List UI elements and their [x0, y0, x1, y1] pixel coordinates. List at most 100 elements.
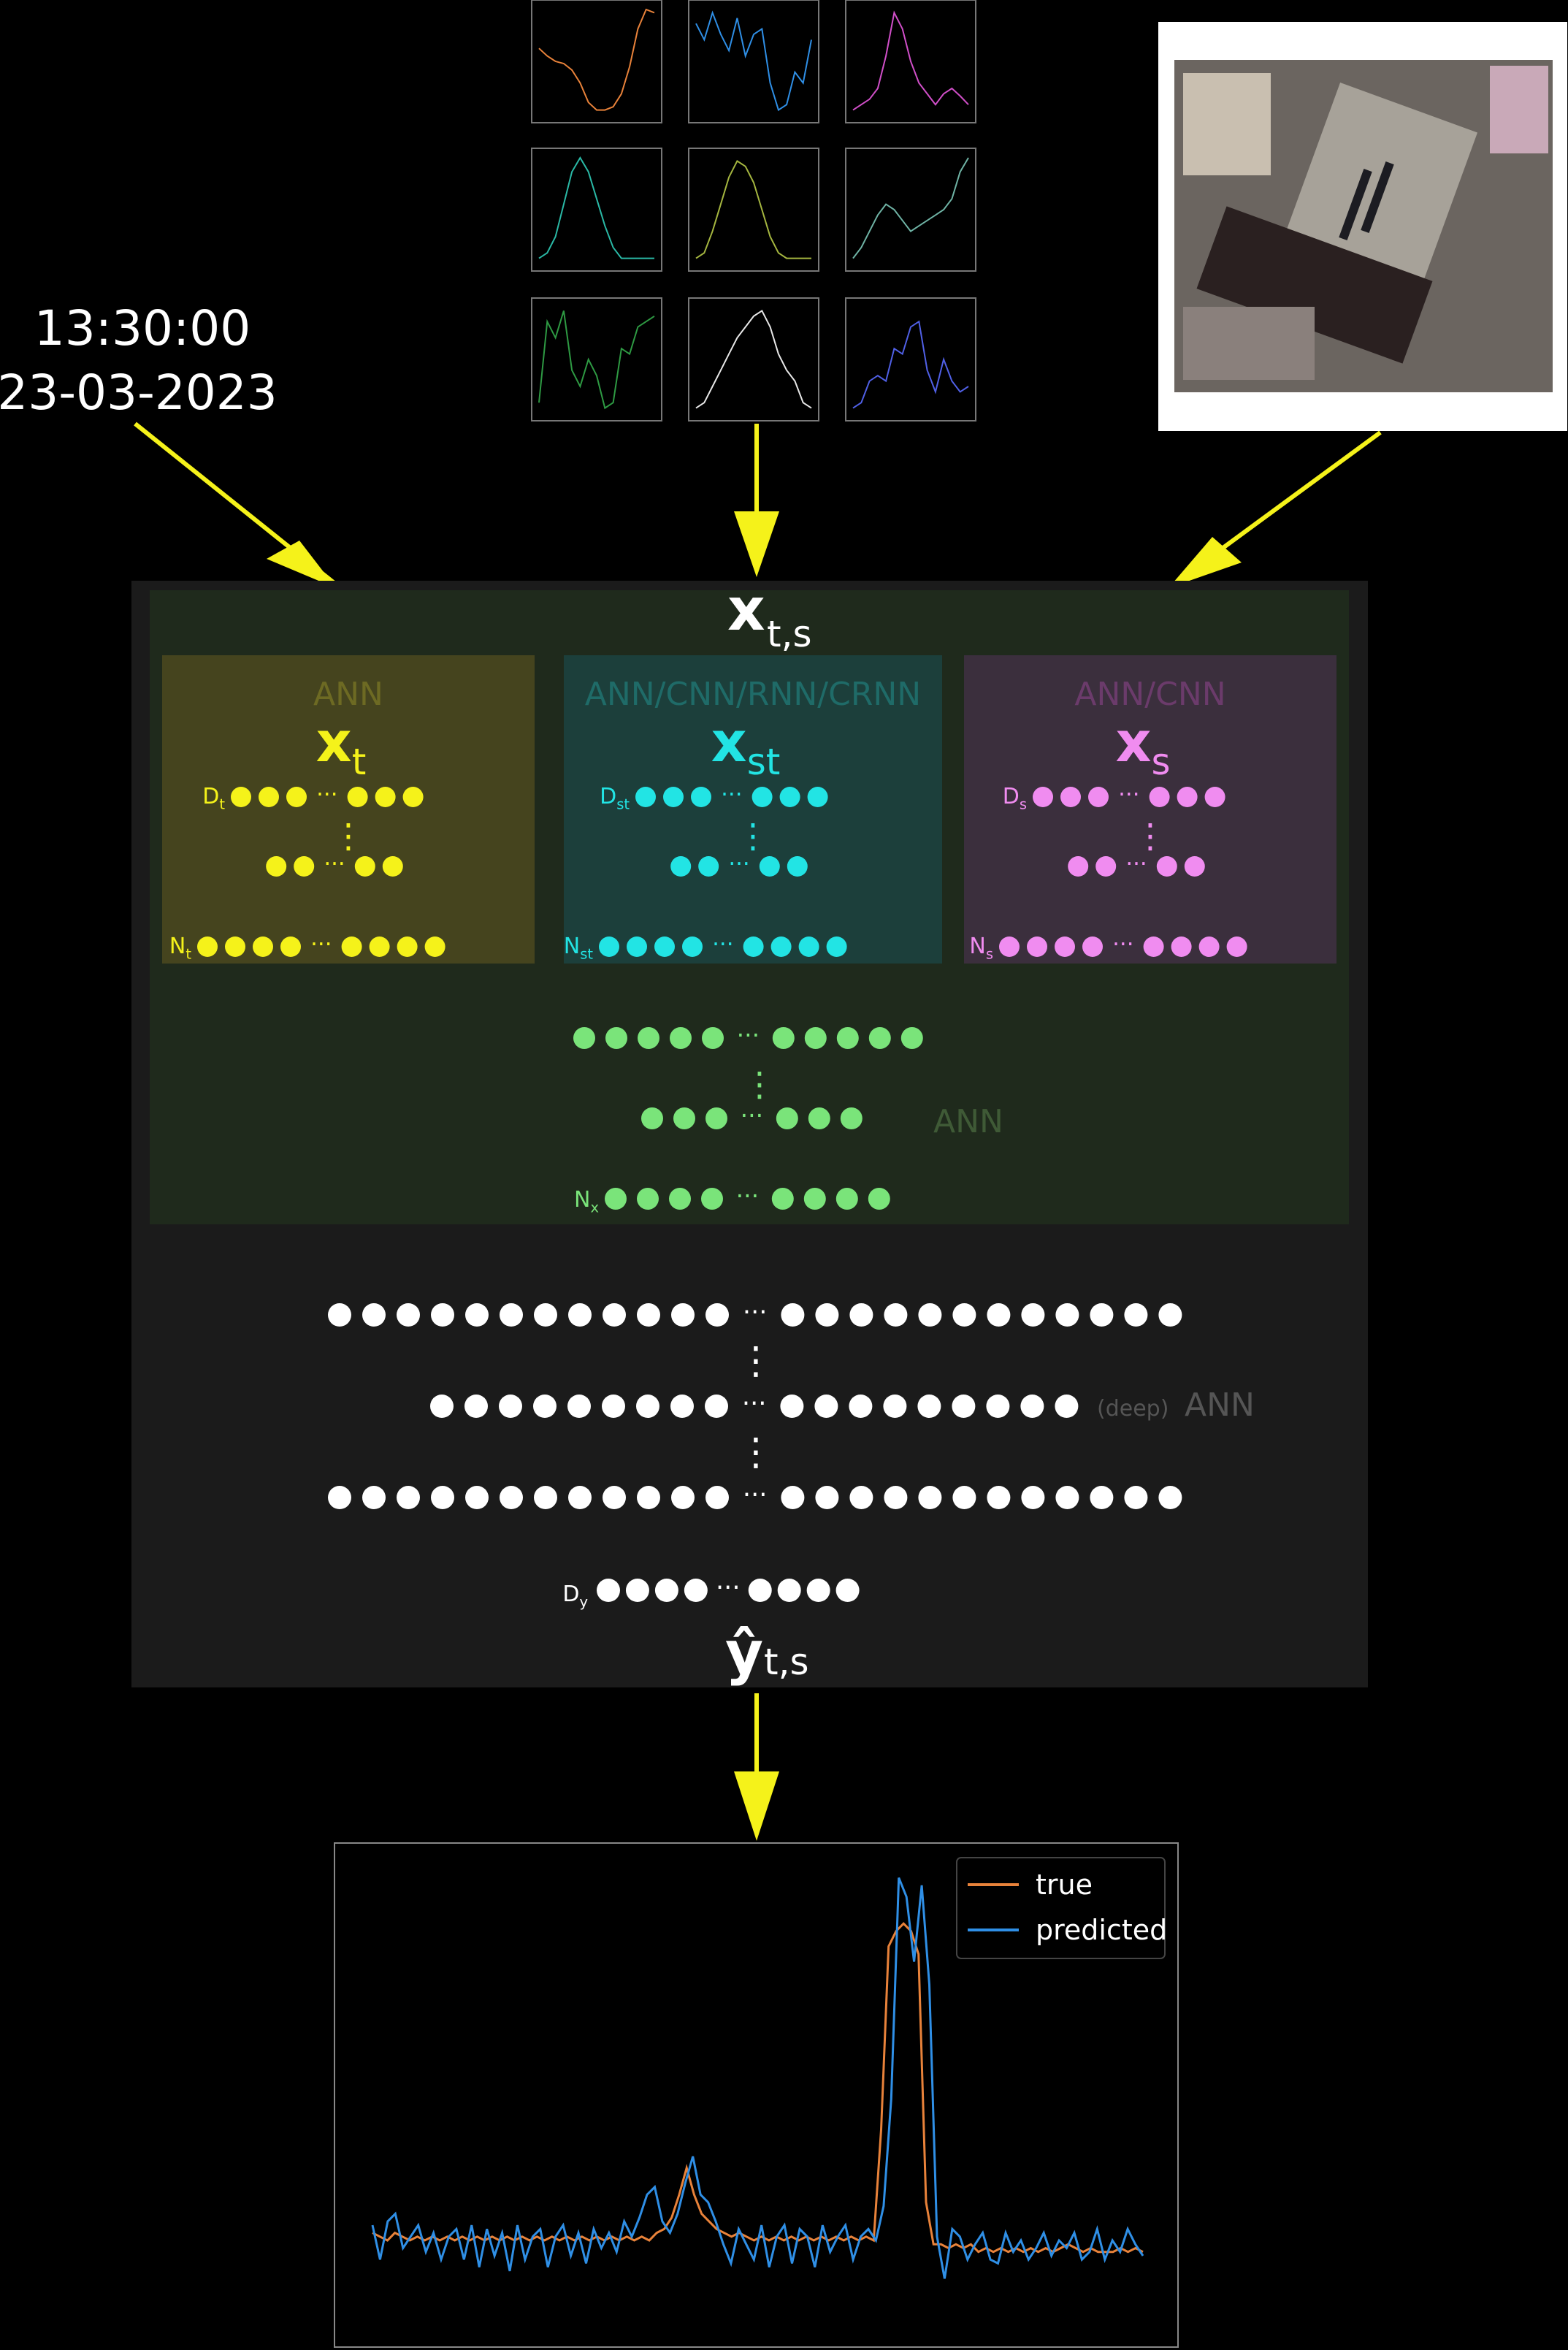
thumbnail-series-line	[695, 309, 812, 409]
encoder-mid-row-ellipsis: ···	[728, 851, 749, 877]
deep-row-3-neuron	[431, 1486, 454, 1509]
deep-row-3-neuron	[500, 1486, 523, 1509]
output-row-neuron	[625, 1579, 649, 1602]
deep-row-3-neuron	[987, 1486, 1011, 1509]
encoder-feature-symbol: xst	[711, 709, 781, 783]
deep-row-3-neuron	[1055, 1486, 1079, 1509]
deep-prefix-label: (deep)	[1097, 1396, 1169, 1422]
encoder-d-row-ellipsis: ···	[1118, 782, 1139, 808]
encoder-n-row-neuron	[397, 936, 418, 957]
encoder-d-row-neuron	[259, 787, 279, 807]
deep-row-2-neuron	[602, 1395, 625, 1418]
thumbnail-frame	[531, 0, 662, 123]
encoder-n-row-neuron	[743, 936, 764, 957]
encoder-d-row-neuron	[1060, 787, 1081, 807]
deep-row-1-neuron	[705, 1303, 729, 1327]
encoder-d-row-neuron	[752, 787, 773, 807]
thumbnail-frame	[688, 148, 819, 272]
encoder-d-row-neuron	[286, 787, 307, 807]
deep-row-1-neuron	[952, 1303, 976, 1327]
encoder-arch-label: ANN/CNN	[1074, 676, 1225, 713]
encoder-vdots: ⋮	[332, 816, 365, 855]
deep-row-2-neuron	[986, 1395, 1010, 1418]
encoder-mid-row-neuron	[1184, 856, 1205, 877]
deep-row-3-neuron	[781, 1486, 805, 1509]
encoder-vdots: ⋮	[736, 816, 770, 855]
encoder-d-row-ellipsis: ···	[316, 782, 337, 808]
encoder-n-row-ellipsis: ···	[712, 931, 733, 958]
output-row-neuron	[748, 1579, 772, 1602]
merge-top-row-neuron	[638, 1027, 659, 1049]
merge-mid-row-neuron	[808, 1107, 830, 1129]
deep-row-2-neuron	[670, 1395, 694, 1418]
encoder-blocks: ANNxtDt···⋮···Nt···ANN/CNN/RNN/CRNNxstDs…	[162, 655, 1336, 964]
merge-top-row-ellipsis: ···	[737, 1021, 760, 1050]
merge-n-row-neuron	[637, 1188, 659, 1210]
deep-row-3-neuron	[671, 1486, 695, 1509]
encoder-d-row-neuron	[1033, 787, 1053, 807]
merge-n-row-ellipsis: ···	[736, 1182, 759, 1210]
output-row-neuron	[597, 1579, 620, 1602]
thumbnail-frame	[531, 297, 662, 421]
merge-top-row-neuron	[573, 1027, 595, 1049]
encoder-mid-row-neuron	[759, 856, 780, 877]
encoder-d-row-neuron	[1088, 787, 1109, 807]
deep-row-1-neuron	[918, 1303, 942, 1327]
deep-row-2-neuron	[952, 1395, 976, 1418]
thumbnail-frame	[845, 297, 976, 421]
encoder-mid-row-neuron	[787, 856, 808, 877]
thumbnail-frame	[688, 0, 819, 123]
encoder-d-row-neuron	[1149, 787, 1170, 807]
deep-row-2-neuron	[1020, 1395, 1044, 1418]
input-arrows	[134, 421, 1382, 588]
deep-row-1-neuron	[815, 1303, 839, 1327]
encoder-vdots: ⋮	[1133, 816, 1167, 855]
series-arrowhead	[734, 511, 779, 577]
thumbnail-frame	[531, 148, 662, 272]
encoder-mid-row-neuron	[266, 856, 287, 877]
thumbnail-series-line	[538, 8, 655, 111]
deep-row-1-neuron	[1021, 1303, 1045, 1327]
encoder-mid-row-neuron	[670, 856, 692, 877]
merge-top-row-neuron	[670, 1027, 692, 1049]
encoder-n-row-ellipsis: ···	[310, 931, 332, 958]
merge-top-row-neuron	[605, 1027, 627, 1049]
merge-n-row-neuron	[771, 1188, 794, 1210]
deep-row-1-neuron	[884, 1303, 908, 1327]
deep-row-3-neuron	[397, 1486, 420, 1509]
deep-row-1-neuron	[534, 1303, 557, 1327]
output-label: ŷ	[725, 1619, 763, 1687]
encoder-n-row-neuron	[682, 936, 703, 957]
merge-n-row-neuron	[803, 1188, 826, 1210]
encoder-arch-label: ANN	[313, 676, 383, 713]
output-row-neuron	[835, 1579, 860, 1602]
legend-label-true: true	[1036, 1869, 1093, 1901]
encoder-n-row-neuron	[1226, 936, 1247, 957]
deep-row-1-neuron	[671, 1303, 695, 1327]
output-row-neuron	[806, 1579, 830, 1602]
deep-row-3-neuron	[1090, 1486, 1114, 1509]
merge-top-row-neuron	[868, 1027, 891, 1049]
encoder-arch-label: ANN/CNN/RNN/CRNN	[585, 676, 921, 713]
deep-row-3-neuron	[1124, 1486, 1148, 1509]
deep-row-2-neuron	[533, 1395, 557, 1418]
deep-row-2-neuron	[705, 1395, 728, 1418]
deep-row-3-neuron	[328, 1486, 351, 1509]
encoder-block-bg	[564, 655, 942, 964]
deep-row-3-neuron	[849, 1486, 873, 1509]
parking-lot	[1183, 307, 1315, 380]
deep-row-3-neuron	[815, 1486, 839, 1509]
encoder-n-row-neuron	[770, 936, 792, 957]
encoder-mid-row-neuron	[1068, 856, 1089, 877]
deep-row-1-neuron	[431, 1303, 454, 1327]
deep-row-1-neuron	[465, 1303, 489, 1327]
merge-mid-row-neuron	[673, 1107, 695, 1129]
encoder-d-row-neuron	[402, 787, 424, 807]
merge-mid-row-ellipsis: ···	[741, 1102, 763, 1130]
deep-row-2-neuron	[567, 1395, 591, 1418]
deep-row-1-neuron	[1055, 1303, 1079, 1327]
encoder-n-row-neuron	[1027, 936, 1047, 957]
merge-vdots: ⋮	[743, 1064, 776, 1104]
deep-ann-layers: ···⋮···⋮···Dy···	[328, 1297, 1182, 1611]
thumbnail-series-line	[852, 157, 969, 259]
